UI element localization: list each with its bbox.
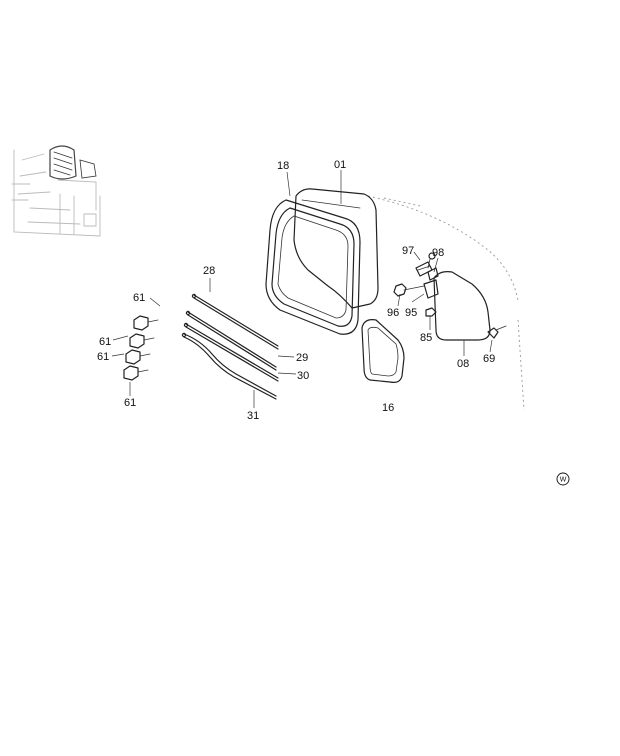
label-96: 96 bbox=[387, 307, 399, 319]
label-85: 85 bbox=[420, 332, 432, 344]
weather-strip bbox=[265, 199, 361, 335]
rear-window-glass bbox=[293, 188, 379, 309]
catch-bracket-assembly bbox=[393, 252, 439, 317]
label-01: 01 bbox=[334, 159, 346, 171]
label-16: 16 bbox=[382, 402, 394, 414]
cab-body-outline bbox=[367, 195, 525, 411]
label-61-bottom: 61 bbox=[124, 397, 136, 409]
label-95: 95 bbox=[405, 307, 417, 319]
label-61-lower-middle: 61 bbox=[97, 351, 109, 363]
circled-w-mark: W bbox=[556, 472, 570, 486]
label-28: 28 bbox=[203, 265, 215, 277]
leader-lines bbox=[111, 170, 493, 408]
circled-w-letter: W bbox=[560, 477, 567, 484]
cab-locator-thumbnail bbox=[11, 145, 101, 237]
bolt-69 bbox=[487, 325, 507, 339]
side-window-panel bbox=[433, 271, 491, 341]
label-69: 69 bbox=[483, 353, 495, 365]
label-31: 31 bbox=[247, 410, 259, 422]
label-08: 08 bbox=[457, 358, 469, 370]
label-29: 29 bbox=[296, 352, 308, 364]
label-97: 97 bbox=[402, 245, 414, 257]
label-30: 30 bbox=[297, 370, 309, 382]
label-98: 98 bbox=[432, 247, 444, 259]
label-61-top: 61 bbox=[133, 292, 145, 304]
rods bbox=[181, 293, 279, 400]
small-window-gasket bbox=[361, 319, 405, 383]
label-18: 18 bbox=[277, 160, 289, 172]
bolts-61 bbox=[123, 315, 159, 381]
label-61-upper-middle: 61 bbox=[99, 336, 111, 348]
